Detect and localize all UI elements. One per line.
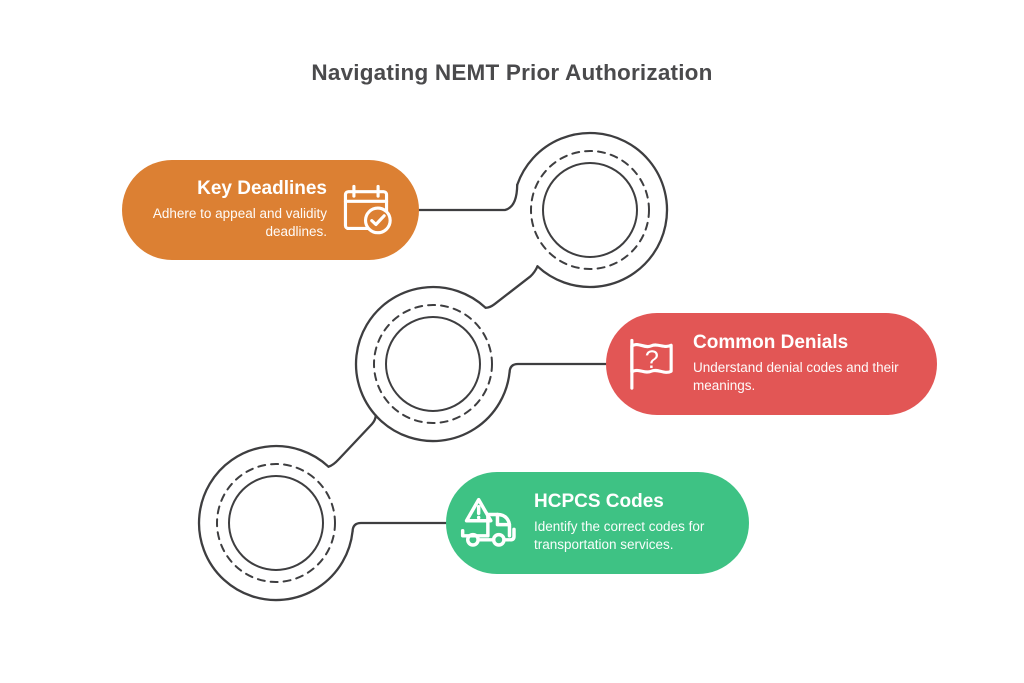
connector-node2-node3 xyxy=(327,414,377,468)
node-1-outer-ring xyxy=(516,131,669,289)
card-hcpcs-codes-title: HCPCS Codes xyxy=(534,491,664,513)
card-common-denials: ? Common Denials Understand denial codes… xyxy=(606,313,937,415)
connector-node3-hcpcs xyxy=(351,521,448,533)
node-3-outer-ring xyxy=(197,444,354,602)
card-common-denials-description: Understand denial codes and their meanin… xyxy=(693,360,899,393)
card-key-deadlines-description: Adhere to appeal and validity deadlines. xyxy=(152,206,327,239)
truck-warning-icon xyxy=(458,491,522,555)
node-3-inner-ring xyxy=(228,475,324,571)
card-key-deadlines: Key Deadlines Adhere to appeal and valid… xyxy=(122,160,419,260)
node-2-outer-ring xyxy=(354,285,511,443)
connector-node2-denials xyxy=(508,362,608,374)
card-common-denials-title: Common Denials xyxy=(693,332,849,354)
card-hcpcs-codes-description: Identify the correct codes for transport… xyxy=(534,519,705,552)
connector-node1-node2 xyxy=(484,265,539,309)
card-key-deadlines-title: Key Deadlines xyxy=(197,178,327,200)
svg-text:?: ? xyxy=(645,346,659,374)
node-2-dashed-ring xyxy=(373,304,493,424)
node-3-dashed-ring xyxy=(216,463,336,583)
page-title: Navigating NEMT Prior Authorization xyxy=(311,60,713,85)
flag-question-icon: ? xyxy=(621,335,679,393)
node-2-inner-ring xyxy=(385,316,481,412)
calendar-check-icon xyxy=(337,181,395,239)
node-1-dashed-ring xyxy=(530,150,650,270)
card-hcpcs-codes: HCPCS Codes Identify the correct codes f… xyxy=(446,472,749,574)
connector-deadlines-node1 xyxy=(417,183,519,212)
node-1-inner-ring xyxy=(542,162,638,258)
